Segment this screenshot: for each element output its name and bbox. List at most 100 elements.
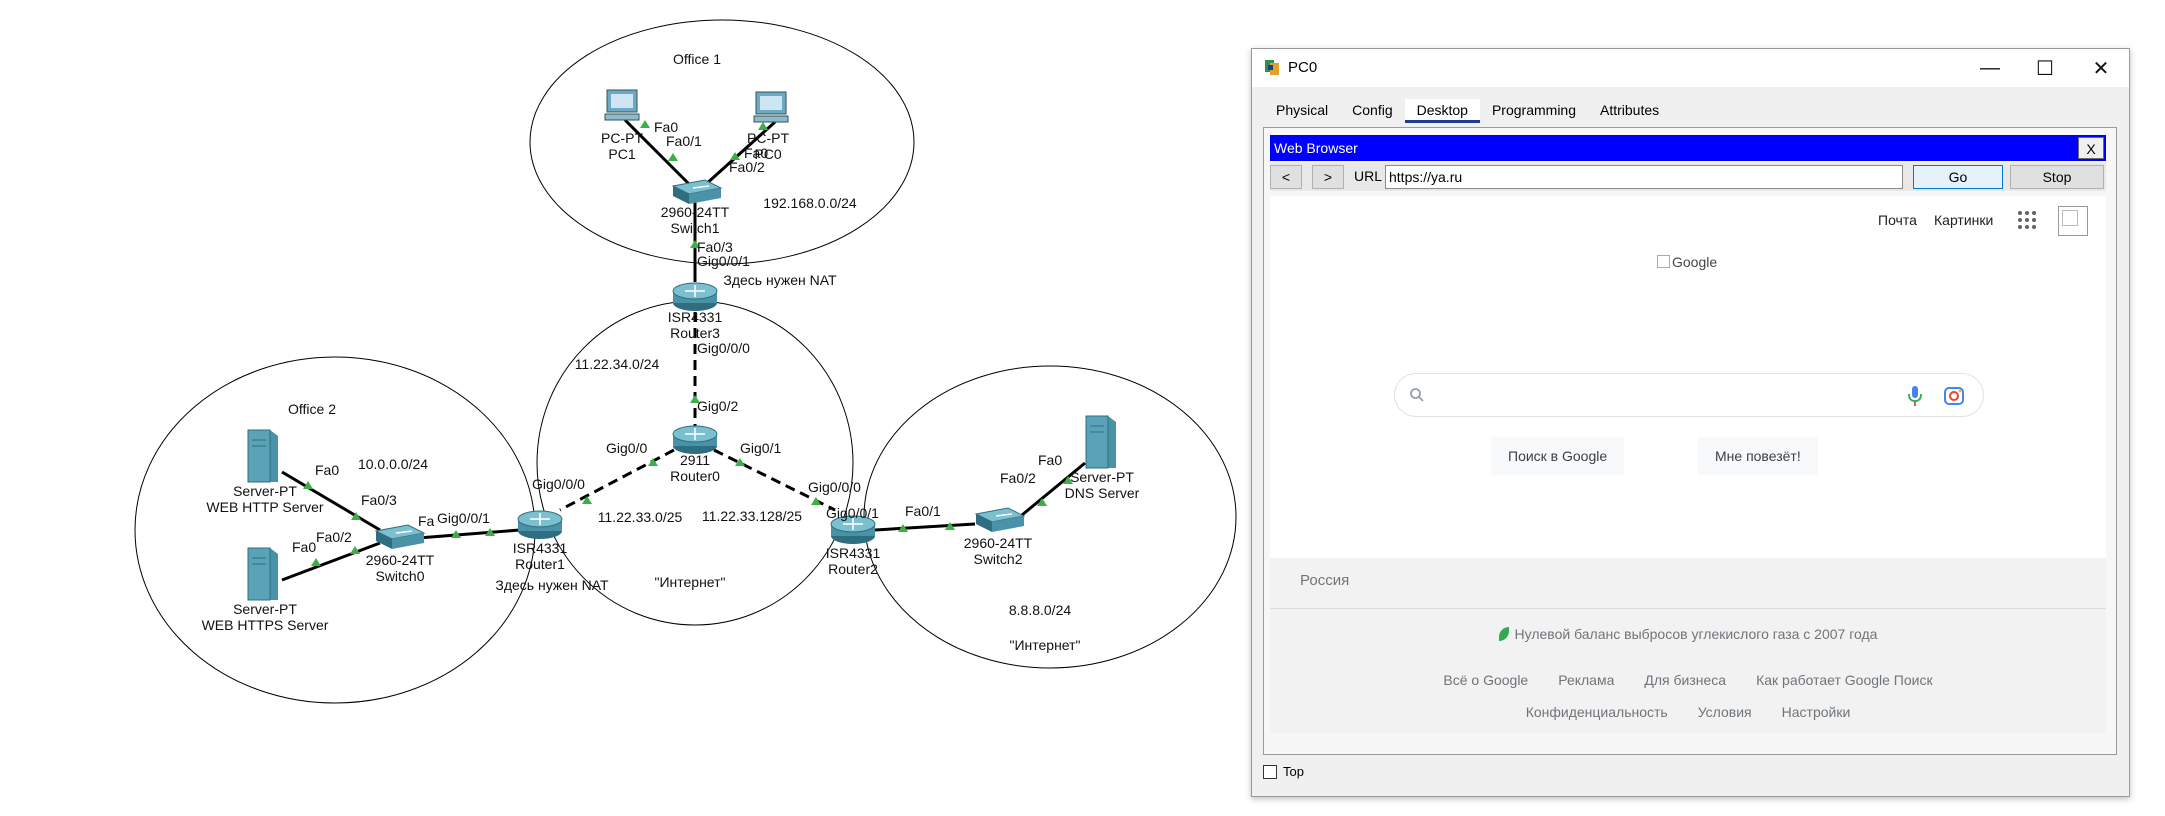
pc0-type: PC-PT <box>747 130 789 146</box>
router2-name: Router2 <box>828 561 878 577</box>
browser-navbar: < > URL Go Stop <box>1270 163 2106 191</box>
carbon-neutral-notice[interactable]: Нулевой баланс выбросов углекислого газа… <box>1270 626 2106 642</box>
net-r1-r0: 11.22.33.0/25 <box>598 509 683 525</box>
switch1-type: 2960-24TT <box>661 204 730 220</box>
switch2-type: 2960-24TT <box>964 535 1033 551</box>
footer-link-about[interactable]: Всё о Google <box>1443 672 1529 688</box>
pc1-type: PC-PT <box>601 130 643 146</box>
port-label: Gig0/2 <box>697 398 738 414</box>
carbon-text: Нулевой баланс выбросов углекислого газа… <box>1514 626 1878 642</box>
https-server-icon[interactable] <box>247 547 279 601</box>
links <box>281 118 1086 582</box>
port-label: Fa0 <box>744 145 768 161</box>
network-topology-canvas[interactable]: Office 1 Office 2 192.168.0.0/24 10.0.0.… <box>0 0 1250 816</box>
port-label: Gig0/0 <box>606 440 647 456</box>
internet-center-label: "Интернет" <box>654 574 725 590</box>
office1-area <box>529 19 915 265</box>
switch2-name: Switch2 <box>973 551 1022 567</box>
switch2-icon[interactable] <box>975 507 1025 533</box>
checkbox-box[interactable] <box>1263 764 1277 779</box>
pc0-icon[interactable] <box>753 91 789 123</box>
port-label: Fa0/2 <box>729 159 765 175</box>
router0-icon[interactable] <box>672 425 718 455</box>
router1-type: ISR4331 <box>513 540 568 556</box>
port-label: Fa0/3 <box>361 492 397 508</box>
dns-server-icon[interactable] <box>1085 415 1117 469</box>
dns-server-name: DNS Server <box>1065 485 1140 501</box>
office2-title: Office 2 <box>288 401 336 417</box>
office1-title: Office 1 <box>673 51 721 67</box>
dns-server-type: Server-PT <box>1070 469 1134 485</box>
go-button[interactable]: Go <box>1913 165 2003 189</box>
port-label: Gig0/1 <box>740 440 781 456</box>
footer-divider <box>1270 608 2106 609</box>
mail-link[interactable]: Почта <box>1878 212 1917 228</box>
router3-name: Router3 <box>670 325 720 341</box>
port-label: Fa0 <box>654 119 678 135</box>
window-titlebar[interactable]: PC0 — ☐ ✕ <box>1252 49 2129 87</box>
port-markers <box>303 120 1073 566</box>
internet-right-label: "Интернет" <box>1009 637 1080 653</box>
images-link[interactable]: Картинки <box>1934 212 1994 228</box>
browser-page: Почта Картинки Google <box>1270 196 2106 734</box>
router3-icon[interactable] <box>672 282 718 312</box>
account-avatar-icon[interactable] <box>2058 206 2088 236</box>
http-server-icon[interactable] <box>247 429 279 483</box>
footer-link-privacy[interactable]: Конфиденциальность <box>1525 704 1668 720</box>
stop-button[interactable]: Stop <box>2010 165 2104 189</box>
switch0-icon[interactable] <box>375 524 425 550</box>
back-button[interactable]: < <box>1270 165 1302 189</box>
google-search-button[interactable]: Поиск в Google <box>1491 437 1625 475</box>
port-label: Fa0 <box>315 462 339 478</box>
port-label: Fa0/1 <box>905 503 941 519</box>
port-label: Gig0/0/0 <box>532 476 585 492</box>
tab-programming[interactable]: Programming <box>1491 102 1576 118</box>
tab-config[interactable]: Config <box>1352 102 1393 118</box>
forward-button[interactable]: > <box>1312 165 1344 189</box>
tab-attributes[interactable]: Attributes <box>1600 102 1660 118</box>
leaf-icon <box>1498 627 1509 641</box>
port-label: Fa0 <box>292 539 316 555</box>
camera-lens-icon[interactable] <box>1943 385 1965 407</box>
footer-link-advertising[interactable]: Реклама <box>1558 672 1615 688</box>
switch1-icon[interactable] <box>672 179 722 205</box>
tab-bar: Physical Config Desktop Programming Attr… <box>1264 99 1671 123</box>
footer-links-row2: Конфиденциальность Условия Настройки <box>1270 704 2106 720</box>
desktop-pane: Web Browser X < > URL Go Stop Почта Карт… <box>1263 127 2117 755</box>
web-browser-title: Web Browser <box>1274 140 1358 156</box>
footer-link-how-search-works[interactable]: Как работает Google Поиск <box>1756 672 1933 688</box>
footer-link-settings[interactable]: Настройки <box>1781 704 1851 720</box>
url-input[interactable] <box>1385 165 1903 189</box>
http-server-name: WEB HTTP Server <box>206 499 324 515</box>
tab-desktop[interactable]: Desktop <box>1404 99 1480 123</box>
top-checkbox[interactable]: Top <box>1263 764 1304 779</box>
pc1-name: PC1 <box>608 146 635 162</box>
net-r3-r0: 11.22.34.0/24 <box>575 356 660 372</box>
port-label: Fa0 <box>1038 452 1062 468</box>
footer-link-terms[interactable]: Условия <box>1697 704 1752 720</box>
google-footer: Россия Нулевой баланс выбросов углекисло… <box>1270 558 2106 734</box>
microphone-icon[interactable] <box>1907 385 1923 407</box>
country-label: Россия <box>1300 572 1350 589</box>
net-office2: 10.0.0.0/24 <box>358 456 428 472</box>
search-icon <box>1410 388 1424 402</box>
minimize-button[interactable]: — <box>1980 56 2000 79</box>
router0-name: Router0 <box>670 468 720 484</box>
google-logo-alt: Google <box>1672 254 1718 270</box>
window-title: PC0 <box>1288 59 1318 76</box>
maximize-button[interactable]: ☐ <box>2036 57 2054 80</box>
pc1-icon[interactable] <box>604 89 640 121</box>
apps-grid-icon[interactable] <box>2017 210 2037 230</box>
top-checkbox-label: Top <box>1283 764 1304 779</box>
feeling-lucky-button[interactable]: Мне повезёт! <box>1698 437 1818 475</box>
port-label: Gig0/0/1 <box>697 253 750 269</box>
search-box[interactable] <box>1394 373 1984 417</box>
tab-physical[interactable]: Physical <box>1276 102 1329 118</box>
close-button[interactable]: ✕ <box>2092 57 2110 80</box>
router2-type: ISR4331 <box>826 545 881 561</box>
footer-link-business[interactable]: Для бизнеса <box>1644 672 1727 688</box>
router1-name: Router1 <box>515 556 565 572</box>
router1-icon[interactable] <box>517 510 563 540</box>
web-browser-close-button[interactable]: X <box>2078 137 2104 159</box>
google-logo: Google <box>1657 254 1717 270</box>
